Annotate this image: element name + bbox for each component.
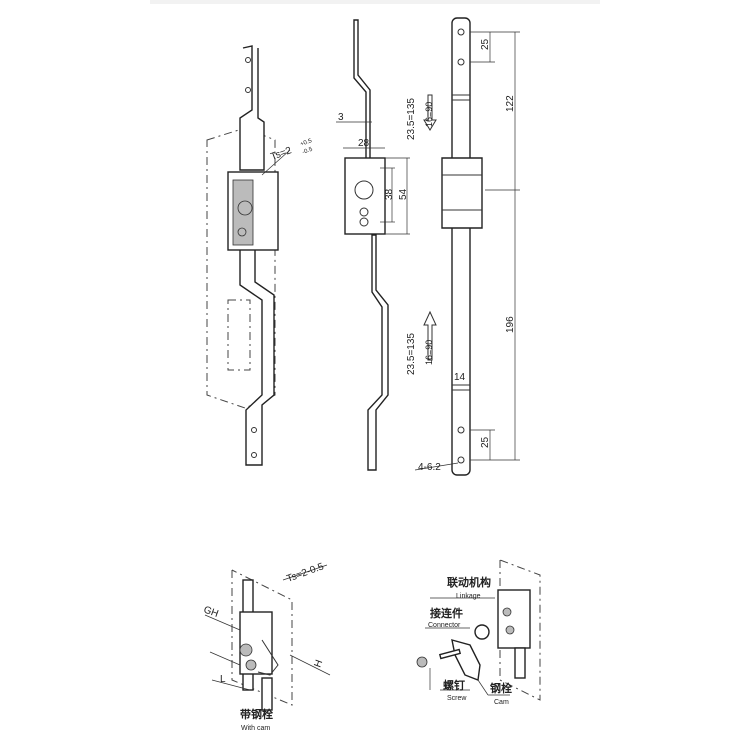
dim-gh: GH [202, 604, 220, 619]
dim-upper-length: 122 [505, 95, 516, 112]
connector-label-cn: 接连件 [430, 606, 463, 620]
dim-holes: 4-6.2 [418, 462, 441, 473]
dim-inner-height: 38 [384, 188, 395, 200]
dim-travel-top-alt: 16=90 [424, 102, 434, 127]
dim-travel-top: 23.5=135 [406, 98, 417, 140]
dim-travel-bottom-alt: 16=90 [424, 340, 434, 365]
dim-bottom-hole: 25 [480, 436, 491, 448]
linkage-label-cn: 联动机构 [447, 575, 491, 589]
lower-strip [239, 250, 275, 466]
tolerance-upper: +0.5 [300, 138, 314, 148]
caption-cn: 带钢栓 [240, 707, 273, 721]
screw-label-en: Screw [447, 695, 467, 702]
upper-strip [239, 45, 265, 171]
lower-rod [367, 234, 389, 471]
side-view [336, 19, 437, 471]
dim-rod-width: 3 [338, 112, 344, 123]
connector-label-en: Connector [428, 622, 461, 629]
side-lock-body [344, 157, 386, 235]
cam-thickness-label: Ts=2-0.5 [285, 561, 325, 585]
linkage-part [497, 589, 531, 649]
dim-h: H [312, 658, 325, 669]
screw-part [416, 656, 428, 668]
linkage-label-en: Linkage [456, 593, 481, 600]
screw-label-cn: 螺钉 [443, 678, 465, 692]
cam-part [451, 639, 481, 681]
front-view [206, 45, 291, 466]
dim-top-hole: 25 [480, 38, 491, 50]
dim-bar-width: 14 [454, 372, 466, 383]
panel-cutout [227, 299, 251, 371]
caption-en: With cam [241, 725, 270, 732]
cam-label-en: Cam [494, 699, 509, 706]
dim-lower-length: 196 [505, 316, 516, 333]
rear-lock-body [441, 157, 483, 229]
cam-label-cn: 钢栓 [490, 681, 512, 695]
with-cam-view [204, 564, 331, 711]
rear-bar [451, 17, 471, 476]
dim-travel-bottom: 23.5=135 [406, 333, 417, 375]
down-arrow-icon [423, 94, 437, 131]
dim-body-height: 54 [398, 188, 409, 200]
tolerance-lower: -0.5 [302, 146, 314, 155]
dim-l: L [220, 674, 226, 685]
connector-part [474, 624, 490, 640]
rear-view [414, 17, 520, 476]
up-arrow-icon [423, 310, 437, 361]
top-band [150, 0, 600, 4]
exploded-view [416, 559, 541, 701]
thickness-label: Ts=2 [269, 145, 293, 163]
dim-body-width: 28 [358, 138, 370, 149]
